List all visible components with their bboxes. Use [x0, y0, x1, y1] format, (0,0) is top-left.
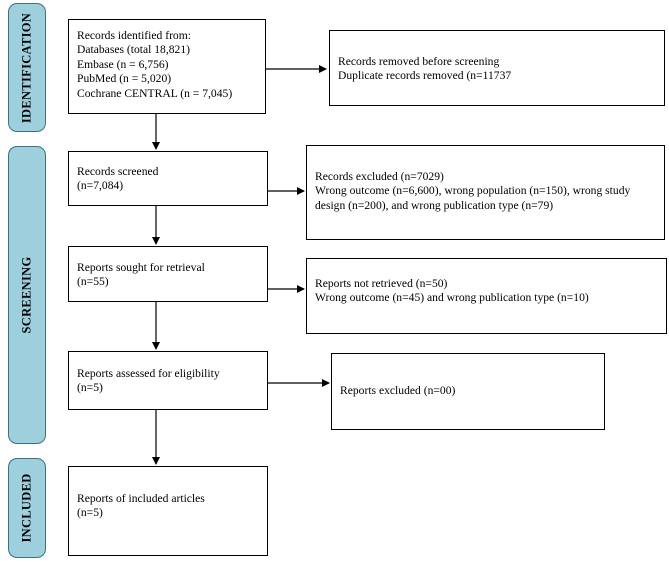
- phase-included: INCLUDED: [8, 458, 46, 558]
- reports-assessed-box: Reports assessed for eligibility (n=5): [68, 351, 268, 410]
- records-screened-box: Records screened (n=7,084): [68, 151, 268, 206]
- included-articles-box: Reports of included articles (n=5): [68, 466, 268, 556]
- phase-screening: SCREENING: [8, 146, 46, 444]
- reports-sought-box: Reports sought for retrieval (n=55): [68, 246, 268, 302]
- records-excluded-box: Records excluded (n=7029) Wrong outcome …: [306, 145, 665, 240]
- phase-identification: IDENTIFICATION: [8, 3, 46, 132]
- reports-not-retrieved-box: Reports not retrieved (n=50) Wrong outco…: [306, 258, 667, 334]
- records-identified-box: Records identified from: Databases (tota…: [68, 19, 266, 114]
- records-removed-box: Records removed before screening Duplica…: [329, 30, 665, 106]
- reports-excluded-box: Reports excluded (n=00): [331, 353, 605, 430]
